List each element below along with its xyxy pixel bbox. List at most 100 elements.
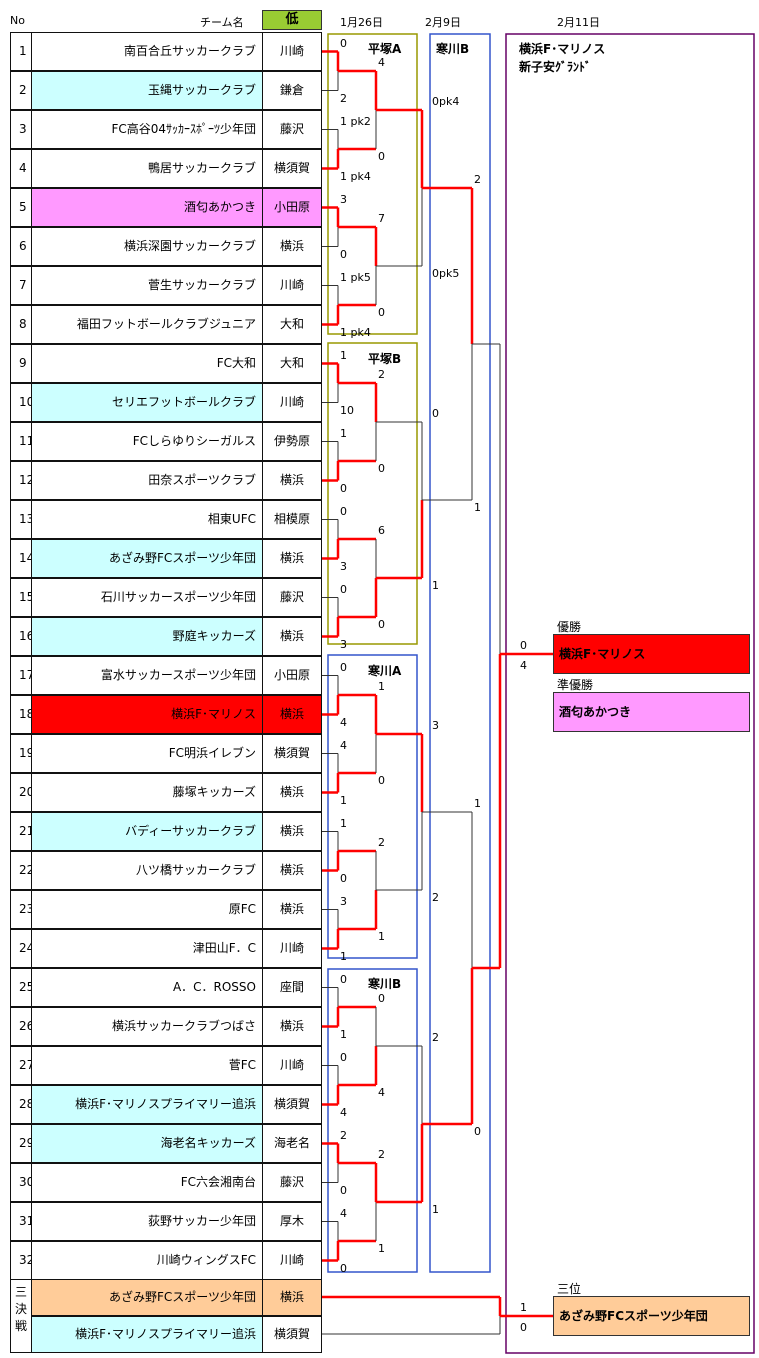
team-number: 9 (10, 344, 32, 383)
score-label: 0 (378, 618, 385, 631)
score-label: 0 (340, 247, 347, 261)
team-number: 12 (10, 461, 32, 500)
score-label: 2 (378, 1148, 385, 1161)
team-number: 22 (10, 851, 32, 890)
team-name: 横浜F･マリノス (31, 695, 263, 734)
venue-samukawa-b-r2: 寒川B (436, 42, 470, 56)
score-label: 0 (378, 992, 385, 1005)
team-row: 21バディーサッカークラブ横浜 (10, 812, 322, 851)
team-name: 海老名キッカーズ (31, 1124, 263, 1163)
team-area: 川崎 (262, 1241, 322, 1280)
team-area: 相模原 (262, 500, 322, 539)
score-label: 0 (340, 481, 347, 495)
score-label: 0 (474, 1125, 481, 1138)
score-label: 0 (340, 972, 347, 986)
team-number: 23 (10, 890, 32, 929)
team-row: 19FC明浜イレブン横須賀 (10, 734, 322, 773)
no-column-header: No (10, 14, 25, 27)
venue-frame-samukawa-b-r2 (429, 33, 491, 1273)
score-label: 0 (378, 150, 385, 163)
team-name: 田奈スポーツクラブ (31, 461, 263, 500)
score-label: 1 (432, 1203, 439, 1216)
team-area: 横須賀 (262, 1316, 322, 1353)
team-number: 26 (10, 1007, 32, 1046)
team-name: A．C．ROSSO (31, 968, 263, 1007)
score-label: 4 (340, 715, 347, 729)
champion-label: 優勝 (557, 620, 582, 634)
score-label: 0 (378, 306, 385, 319)
score-label: 4 (520, 659, 527, 672)
score-label: 4 (340, 1206, 347, 1220)
team-area: 横須賀 (262, 149, 322, 188)
team-number: 5 (10, 188, 32, 227)
score-label: 1 (474, 501, 481, 514)
score-label: 0 (340, 660, 347, 674)
team-name: 相東UFC (31, 500, 263, 539)
venue-frame-hiratsuka-a (327, 33, 418, 335)
runner-up-label: 準優勝 (557, 678, 594, 692)
team-area: 川崎 (262, 32, 322, 71)
score-label: 0 (340, 871, 347, 885)
grade-badge: 低 (262, 10, 322, 30)
score-label: 4 (340, 1105, 347, 1119)
team-row: 22八ツ橋サッカークラブ横浜 (10, 851, 322, 890)
team-row: 24津田山F．C川崎 (10, 929, 322, 968)
round1-date: 1月26日 (340, 16, 383, 29)
team-name: 菅FC (31, 1046, 263, 1085)
team-area: 小田原 (262, 188, 322, 227)
score-label: 2 (340, 91, 347, 105)
team-name: 横浜深園サッカークラブ (31, 227, 263, 266)
team-number: 30 (10, 1163, 32, 1202)
venue-hiratsuka-b: 平塚B (368, 352, 402, 366)
score-label: 6 (378, 524, 385, 537)
team-area: 川崎 (262, 1046, 322, 1085)
team-area: 横浜 (262, 1279, 322, 1316)
team-area: 伊勢原 (262, 422, 322, 461)
team-number: 10 (10, 383, 32, 422)
team-name: 鴨居サッカークラブ (31, 149, 263, 188)
score-label: 1 (378, 1242, 385, 1255)
team-row: 15石川サッカースポーツ少年団藤沢 (10, 578, 322, 617)
score-label: 2 (340, 1128, 347, 1142)
score-label: 1 (432, 579, 439, 592)
score-label: 0 (520, 1321, 527, 1334)
team-row: 16野庭キッカーズ横浜 (10, 617, 322, 656)
team-number: 14 (10, 539, 32, 578)
team-row: 30FC六会湘南台藤沢 (10, 1163, 322, 1202)
team-area: 横浜 (262, 227, 322, 266)
venue-frame-samukawa-a (327, 654, 418, 959)
score-label: 1 (474, 797, 481, 810)
team-name: FC六会湘南台 (31, 1163, 263, 1202)
round2-date: 2月9日 (425, 16, 461, 29)
team-area: 藤沢 (262, 110, 322, 149)
team-area: 川崎 (262, 266, 322, 305)
team-number: 32 (10, 1241, 32, 1280)
team-name: 藤塚キッカーズ (31, 773, 263, 812)
score-label: 3 (340, 559, 347, 573)
team-number: 16 (10, 617, 32, 656)
team-row: 14あざみ野FCスポーツ少年団横浜 (10, 539, 322, 578)
score-label: 10 (340, 403, 354, 417)
score-label: 4 (340, 738, 347, 752)
team-name: 横浜F･マリノスプライマリー追浜 (31, 1316, 263, 1353)
team-area: 横浜 (262, 539, 322, 578)
team-area: 横須賀 (262, 734, 322, 773)
third-place-label: 三位 (557, 1282, 582, 1296)
score-label: 1 (378, 930, 385, 943)
score-label: 0pk4 (432, 95, 460, 108)
team-name-column-header: チーム名 (200, 16, 244, 29)
third-place-box: あざみ野FCスポーツ少年団 (553, 1296, 750, 1336)
score-label: 0 (520, 639, 527, 652)
score-label: 2 (474, 173, 481, 186)
score-label: 1 pk4 (340, 325, 371, 339)
team-name: 酒匂あかつき (31, 188, 263, 227)
team-number: 15 (10, 578, 32, 617)
team-row: 32川崎ウィングスFC川崎 (10, 1241, 322, 1280)
team-name: 野庭キッカーズ (31, 617, 263, 656)
score-label: 0 (378, 462, 385, 475)
team-area: 川崎 (262, 929, 322, 968)
